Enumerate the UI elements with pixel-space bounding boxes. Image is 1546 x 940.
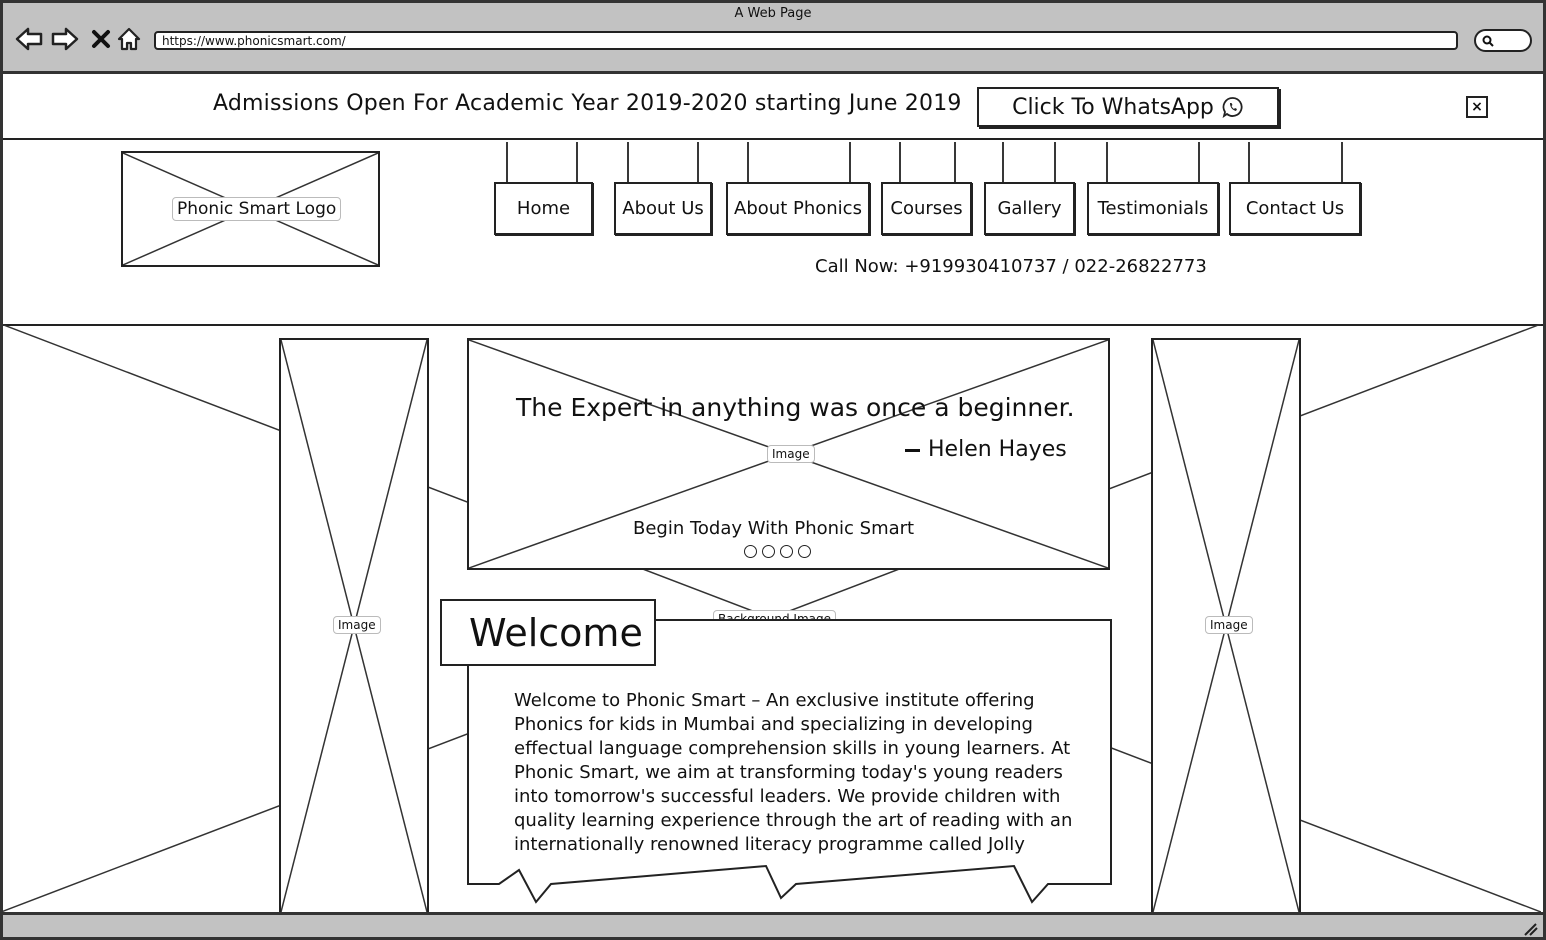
quote-author: Helen Hayes bbox=[905, 437, 1067, 462]
close-banner-button[interactable]: × bbox=[1466, 96, 1488, 118]
nav-home[interactable]: Home bbox=[494, 182, 593, 235]
call-now-text: Call Now: +919930410737 / 022-26822773 bbox=[815, 256, 1207, 277]
nav-gallery-label: Gallery bbox=[997, 198, 1062, 219]
stop-icon[interactable] bbox=[86, 24, 116, 54]
logo-label: Phonic Smart Logo bbox=[172, 197, 342, 221]
welcome-panel bbox=[467, 619, 1112, 904]
nav-courses-label: Courses bbox=[890, 198, 963, 219]
nav-hangers bbox=[506, 142, 1343, 184]
close-icon: × bbox=[1471, 99, 1483, 115]
welcome-heading: Welcome bbox=[440, 599, 656, 666]
nav-testimonials[interactable]: Testimonials bbox=[1087, 182, 1219, 235]
slider-dot-1[interactable] bbox=[744, 545, 757, 558]
window-title: A Web Page bbox=[734, 6, 812, 21]
search-icon bbox=[1482, 35, 1494, 47]
nav-courses[interactable]: Courses bbox=[881, 182, 972, 235]
home-icon[interactable] bbox=[114, 24, 144, 54]
nav-contact-us-label: Contact Us bbox=[1245, 198, 1345, 219]
slider-pagination bbox=[744, 545, 811, 558]
nav-about-phonics-label: About Phonics bbox=[734, 198, 862, 219]
nav-home-label: Home bbox=[516, 198, 571, 219]
left-image-label: Image bbox=[333, 616, 381, 634]
slider-image-label: Image bbox=[767, 445, 815, 463]
forward-arrow-icon[interactable] bbox=[50, 24, 80, 54]
nav-testimonials-label: Testimonials bbox=[1097, 198, 1209, 219]
whatsapp-button-label: Click To WhatsApp bbox=[1012, 94, 1214, 120]
right-image-label: Image bbox=[1205, 616, 1253, 634]
nav-about-us-label: About Us bbox=[622, 198, 704, 219]
admissions-banner bbox=[3, 77, 1543, 140]
left-side-image: Image bbox=[279, 338, 429, 914]
slider-tagline: Begin Today With Phonic Smart bbox=[633, 518, 915, 539]
nav-about-phonics[interactable]: About Phonics bbox=[726, 182, 870, 235]
status-bar bbox=[0, 912, 1546, 940]
whatsapp-button[interactable]: Click To WhatsApp bbox=[977, 87, 1279, 127]
welcome-body: Welcome to Phonic Smart – An exclusive i… bbox=[514, 690, 1073, 855]
slider-dot-2[interactable] bbox=[762, 545, 775, 558]
nav-gallery[interactable]: Gallery bbox=[984, 182, 1075, 235]
slider-dot-4[interactable] bbox=[798, 545, 811, 558]
quote-slider[interactable]: Image bbox=[467, 338, 1110, 570]
quote-text: The Expert in anything was once a beginn… bbox=[516, 393, 1075, 422]
quote-author-name: Helen Hayes bbox=[928, 437, 1067, 462]
right-side-image: Image bbox=[1151, 338, 1301, 914]
dash-icon bbox=[905, 448, 920, 452]
nav-about-us[interactable]: About Us bbox=[614, 182, 712, 235]
admissions-text: Admissions Open For Academic Year 2019-2… bbox=[213, 91, 962, 116]
nav-contact-us[interactable]: Contact Us bbox=[1229, 182, 1361, 235]
resize-grip-icon[interactable] bbox=[1522, 922, 1538, 936]
whatsapp-icon bbox=[1222, 97, 1243, 118]
browser-search-field[interactable] bbox=[1474, 29, 1532, 52]
address-bar[interactable]: https://www.phonicsmart.com/ bbox=[154, 31, 1458, 50]
slider-dot-3[interactable] bbox=[780, 545, 793, 558]
back-arrow-icon[interactable] bbox=[14, 24, 44, 54]
logo-placeholder[interactable]: Phonic Smart Logo bbox=[121, 151, 380, 267]
